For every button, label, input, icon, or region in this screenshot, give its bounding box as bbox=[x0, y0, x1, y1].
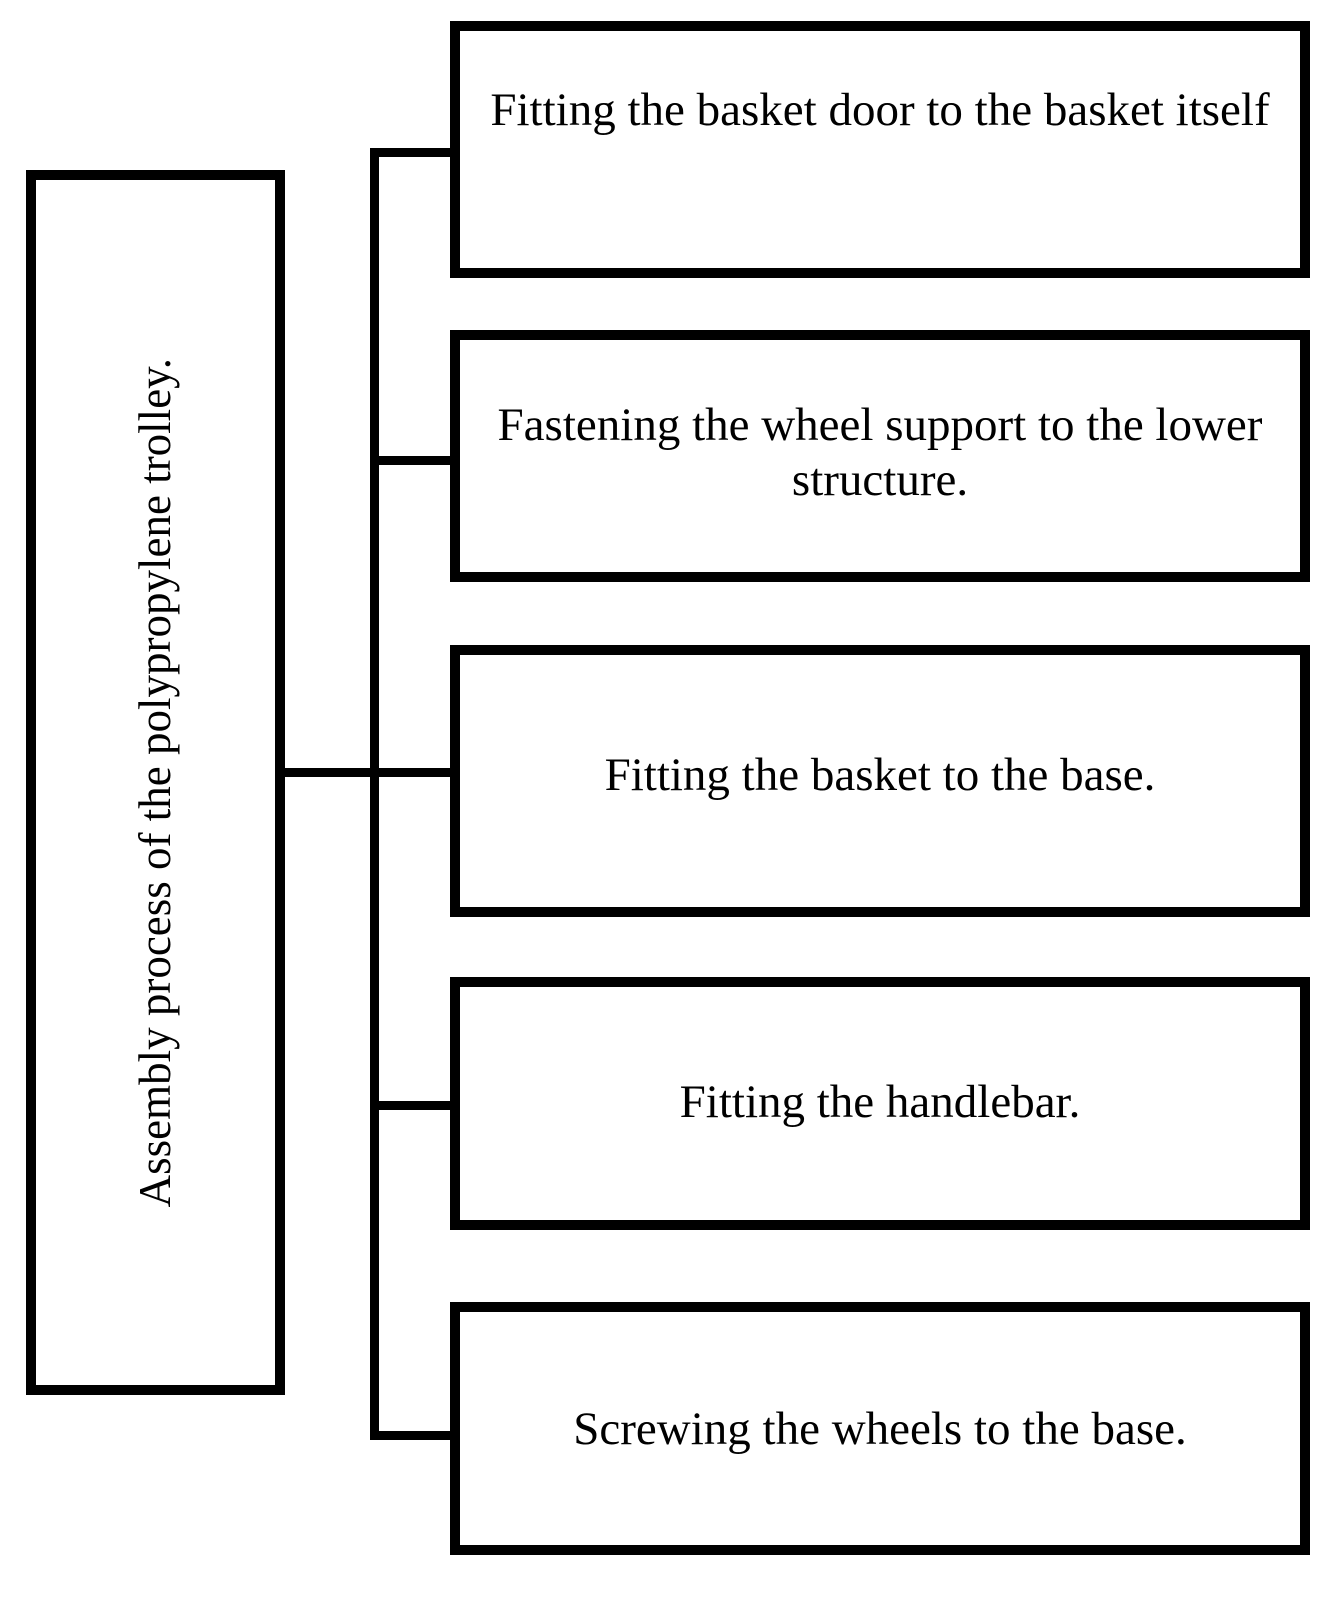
branch-node-5: Screwing the wheels to the base. bbox=[450, 1302, 1310, 1555]
connector-stub-branch-3 bbox=[370, 768, 450, 777]
root-node: Assembly process of the polypropylene tr… bbox=[26, 170, 285, 1395]
branch-node-3-label: Fitting the basket to the base. bbox=[604, 749, 1156, 801]
branch-node-1-label: Fitting the basket door to the basket it… bbox=[490, 84, 1270, 136]
branch-node-2-label: Fastening the wheel support to the lower… bbox=[497, 399, 1263, 506]
root-node-label: Assembly process of the polypropylene tr… bbox=[129, 357, 180, 1208]
connector-trunk-vertical bbox=[370, 148, 379, 1440]
branch-node-2: Fastening the wheel support to the lower… bbox=[450, 330, 1310, 582]
branch-node-4-label: Fitting the handlebar. bbox=[679, 1076, 1081, 1128]
branch-node-3: Fitting the basket to the base. bbox=[450, 645, 1310, 917]
connector-stub-branch-4 bbox=[370, 1101, 450, 1110]
connector-stub-branch-1 bbox=[370, 148, 450, 157]
branch-node-5-label: Screwing the wheels to the base. bbox=[573, 1403, 1187, 1455]
branch-node-4: Fitting the handlebar. bbox=[450, 977, 1310, 1230]
connector-root-to-trunk bbox=[285, 768, 375, 777]
branch-node-1: Fitting the basket door to the basket it… bbox=[450, 21, 1310, 278]
connector-stub-branch-5 bbox=[370, 1431, 450, 1440]
root-label-container: Assembly process of the polypropylene tr… bbox=[36, 180, 275, 1385]
connector-stub-branch-2 bbox=[370, 456, 450, 465]
